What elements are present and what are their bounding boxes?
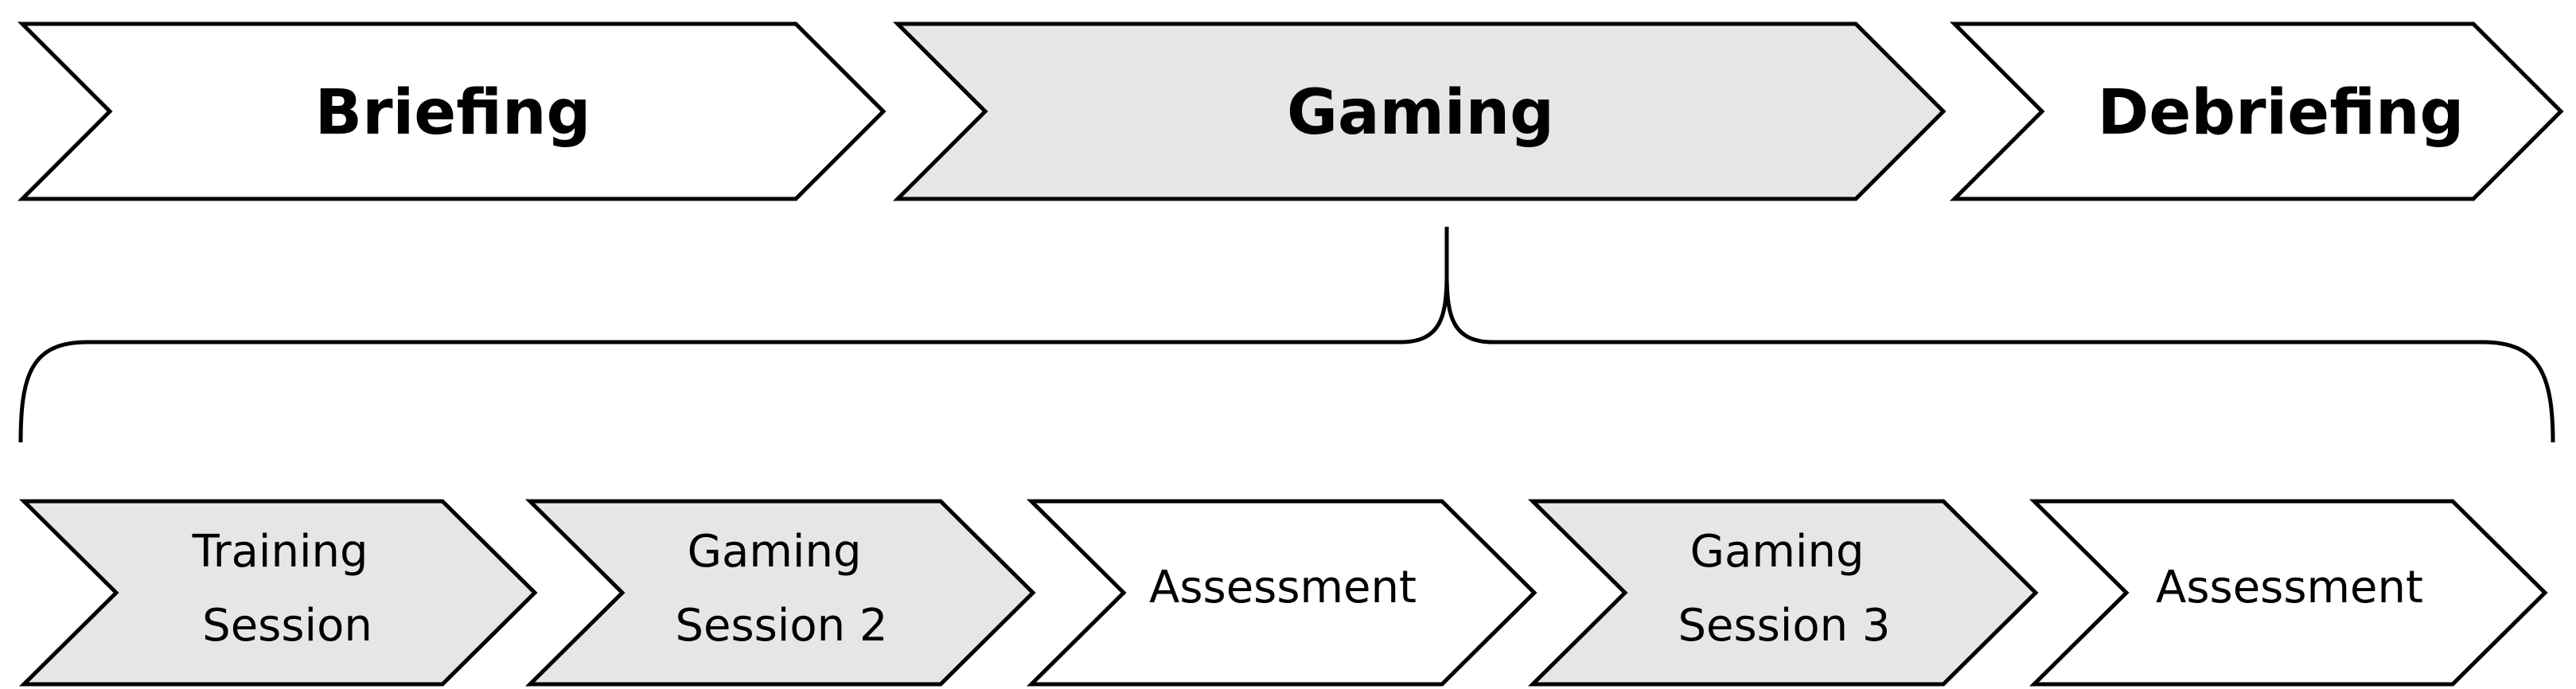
gaming-chevron-shape — [892, 21, 1947, 201]
gaming-session-2-chevron-shape — [524, 499, 1036, 687]
gaming-session-2-label: Gaming Session 2 — [675, 526, 887, 652]
step-chevron-gaming-session-2: Gaming Session 2 — [524, 499, 1036, 687]
phase-chevron-briefing: Briefing — [17, 21, 887, 201]
training-session-label: Training Session — [192, 526, 383, 652]
assessment-1-label: Assessment — [1149, 562, 1417, 613]
gaming-session-2-line-2: Session 2 — [675, 600, 887, 652]
step-chevron-gaming-session-3: Gaming Session 3 — [1527, 499, 2039, 687]
debriefing-chevron-shape — [1949, 21, 2564, 201]
briefing-chevron-shape — [17, 21, 887, 201]
gaming-session-3-line-1: Gaming — [1690, 526, 1865, 578]
training-session-line-2: Session — [202, 600, 372, 652]
gaming-detail-brace — [18, 227, 2555, 443]
debriefing-label: Debriefing — [2098, 77, 2465, 149]
step-chevron-training-session: Training Session — [18, 499, 538, 687]
step-chevron-assessment-2: Assessment — [2028, 499, 2548, 687]
training-session-line-1: Training — [192, 526, 368, 578]
assessment-2-chevron-shape — [2028, 499, 2548, 687]
phase-chevron-gaming: Gaming — [892, 21, 1947, 201]
training-session-chevron-shape — [18, 499, 538, 687]
gaming-session-3-chevron-shape — [1527, 499, 2039, 687]
gaming-label: Gaming — [1287, 77, 1554, 149]
phase-chevron-debriefing: Debriefing — [1949, 21, 2564, 201]
gaming-session-2-line-1: Gaming — [688, 526, 862, 578]
briefing-label: Briefing — [315, 77, 591, 149]
step-chevron-assessment-1: Assessment — [1026, 499, 1537, 687]
assessment-2-label: Assessment — [2156, 562, 2423, 613]
assessment-1-chevron-shape — [1026, 499, 1537, 687]
gaming-session-3-line-2: Session 3 — [1678, 600, 1890, 652]
gaming-session-3-label: Gaming Session 3 — [1678, 526, 1890, 652]
